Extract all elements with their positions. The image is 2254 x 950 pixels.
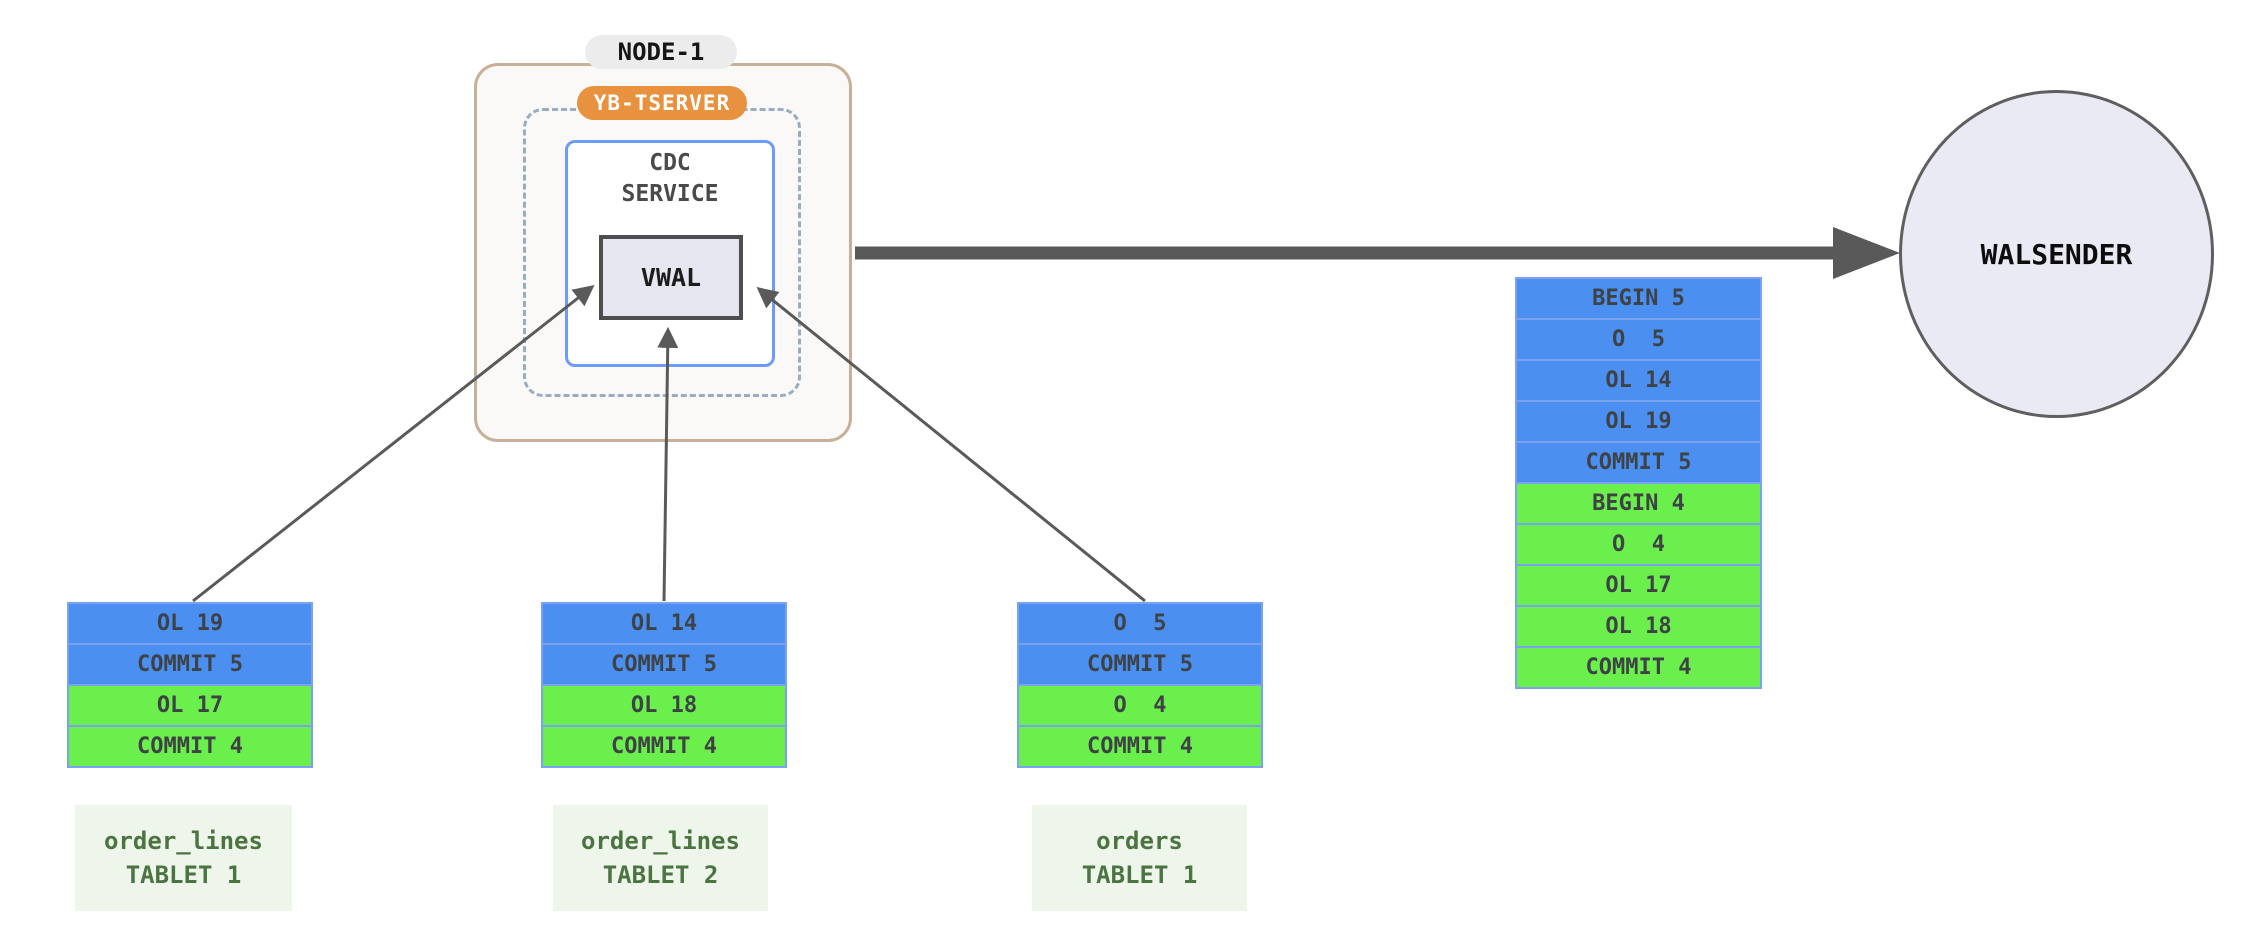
wal-record: BEGIN 5 <box>1515 277 1762 320</box>
tablet-3-table-name: orders <box>1096 827 1183 855</box>
tablet-3-tablet-name: TABLET 1 <box>1081 861 1198 889</box>
wal-record: OL 19 <box>1515 400 1762 443</box>
tablet-2-table-name: order_lines <box>581 827 740 855</box>
wal-record: OL 18 <box>1515 605 1762 648</box>
wal-record: O 5 <box>1017 602 1263 645</box>
wal-record: COMMIT 5 <box>67 643 313 686</box>
cdc-service-label: CDC SERVICE <box>621 150 719 207</box>
wal-record: COMMIT 4 <box>541 725 787 768</box>
tablet-2-stack: OL 14 COMMIT 5 OL 18 COMMIT 4 <box>541 602 787 768</box>
tablet-1-label: order_lines TABLET 1 <box>75 805 292 911</box>
wal-record: COMMIT 4 <box>1515 646 1762 689</box>
wal-record: O 4 <box>1515 523 1762 566</box>
tablet-2-label: order_lines TABLET 2 <box>553 805 768 911</box>
wal-record: BEGIN 4 <box>1515 482 1762 525</box>
yb-tserver-label: YB-TSERVER <box>577 86 747 120</box>
walsender-circle: WALSENDER <box>1899 90 2214 418</box>
tablet-3-label: orders TABLET 1 <box>1032 805 1247 911</box>
wal-record: OL 14 <box>541 602 787 645</box>
wal-record: O 4 <box>1017 684 1263 727</box>
wal-record: COMMIT 5 <box>1515 441 1762 484</box>
tablet-1-table-name: order_lines <box>104 827 263 855</box>
tablet-3-stack: O 5 COMMIT 5 O 4 COMMIT 4 <box>1017 602 1263 768</box>
merged-stream-stack: BEGIN 5 O 5 OL 14 OL 19 COMMIT 5 BEGIN 4… <box>1515 277 1762 689</box>
tablet-2-tablet-name: TABLET 2 <box>602 861 719 889</box>
wal-record: COMMIT 5 <box>1017 643 1263 686</box>
arrow-tablet2-to-vwal <box>657 326 679 602</box>
wal-record: O 5 <box>1515 318 1762 361</box>
wal-record: OL 19 <box>67 602 313 645</box>
tablet-1-tablet-name: TABLET 1 <box>125 861 242 889</box>
arrow-tablet1-to-vwal <box>192 285 595 603</box>
arrow-cdc-to-walsender <box>855 227 1900 279</box>
wal-record: COMMIT 4 <box>67 725 313 768</box>
node-1-label: NODE-1 <box>585 35 737 69</box>
vwal-box: VWAL <box>599 235 743 320</box>
wal-record: OL 14 <box>1515 359 1762 402</box>
wal-record: COMMIT 4 <box>1017 725 1263 768</box>
wal-record: OL 17 <box>67 684 313 727</box>
arrow-tablet3-to-vwal <box>756 287 1146 603</box>
tablet-1-stack: OL 19 COMMIT 5 OL 17 COMMIT 4 <box>67 602 313 768</box>
wal-record: OL 17 <box>1515 564 1762 607</box>
wal-record: OL 18 <box>541 684 787 727</box>
wal-record: COMMIT 5 <box>541 643 787 686</box>
